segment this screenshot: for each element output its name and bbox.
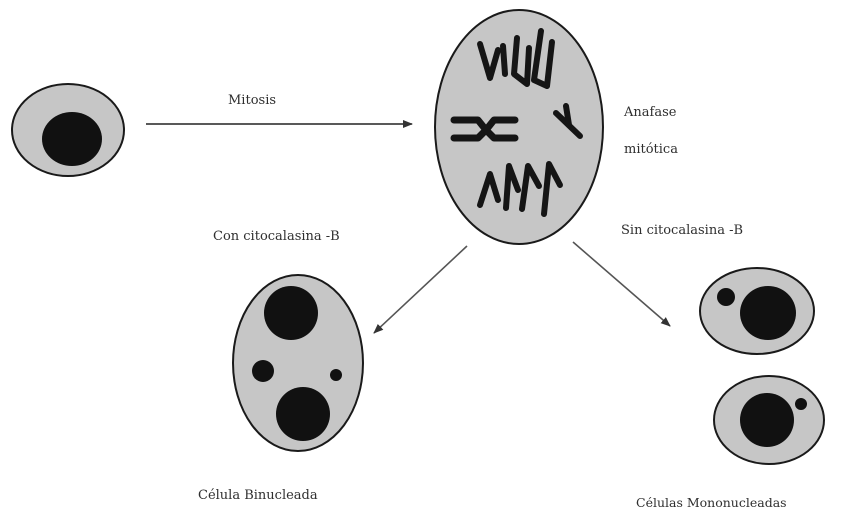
mitosis-label: Mitosis bbox=[228, 93, 276, 108]
binucleate-label: Célula Binucleada bbox=[198, 488, 318, 503]
anaphase-label-line2: mitótica bbox=[624, 142, 678, 157]
binucleate-nucleus-bottom bbox=[276, 387, 330, 441]
anaphase-label-line1: Anafase bbox=[623, 105, 677, 120]
arrow-to-binucleate bbox=[374, 246, 467, 333]
binucleate-cell bbox=[233, 275, 363, 451]
binucleate-micronucleus-left bbox=[252, 360, 274, 382]
binucleate-nucleus-top bbox=[264, 286, 318, 340]
without-cytochalasin-label: Sin citocalasina -B bbox=[621, 223, 743, 238]
mononucleate-cell-2-nucleus bbox=[740, 393, 794, 447]
anaphase-cell bbox=[435, 10, 603, 244]
parent-cell bbox=[12, 84, 124, 176]
parent-cell-nucleus bbox=[42, 112, 102, 166]
mononucleate-cell-1 bbox=[700, 268, 814, 354]
mononucleate-cell-1-nucleus bbox=[740, 286, 796, 340]
arrow-to-mononucleate bbox=[573, 242, 670, 326]
binucleate-micronucleus-right bbox=[330, 369, 342, 381]
mononucleate-cell-1-micronucleus bbox=[717, 288, 735, 306]
with-cytochalasin-label: Con citocalasina -B bbox=[213, 229, 340, 244]
mononucleate-cell-2 bbox=[714, 376, 824, 464]
mononucleate-label: Células Mononucleadas bbox=[636, 495, 787, 510]
mononucleate-cell-2-micronucleus bbox=[795, 398, 807, 410]
